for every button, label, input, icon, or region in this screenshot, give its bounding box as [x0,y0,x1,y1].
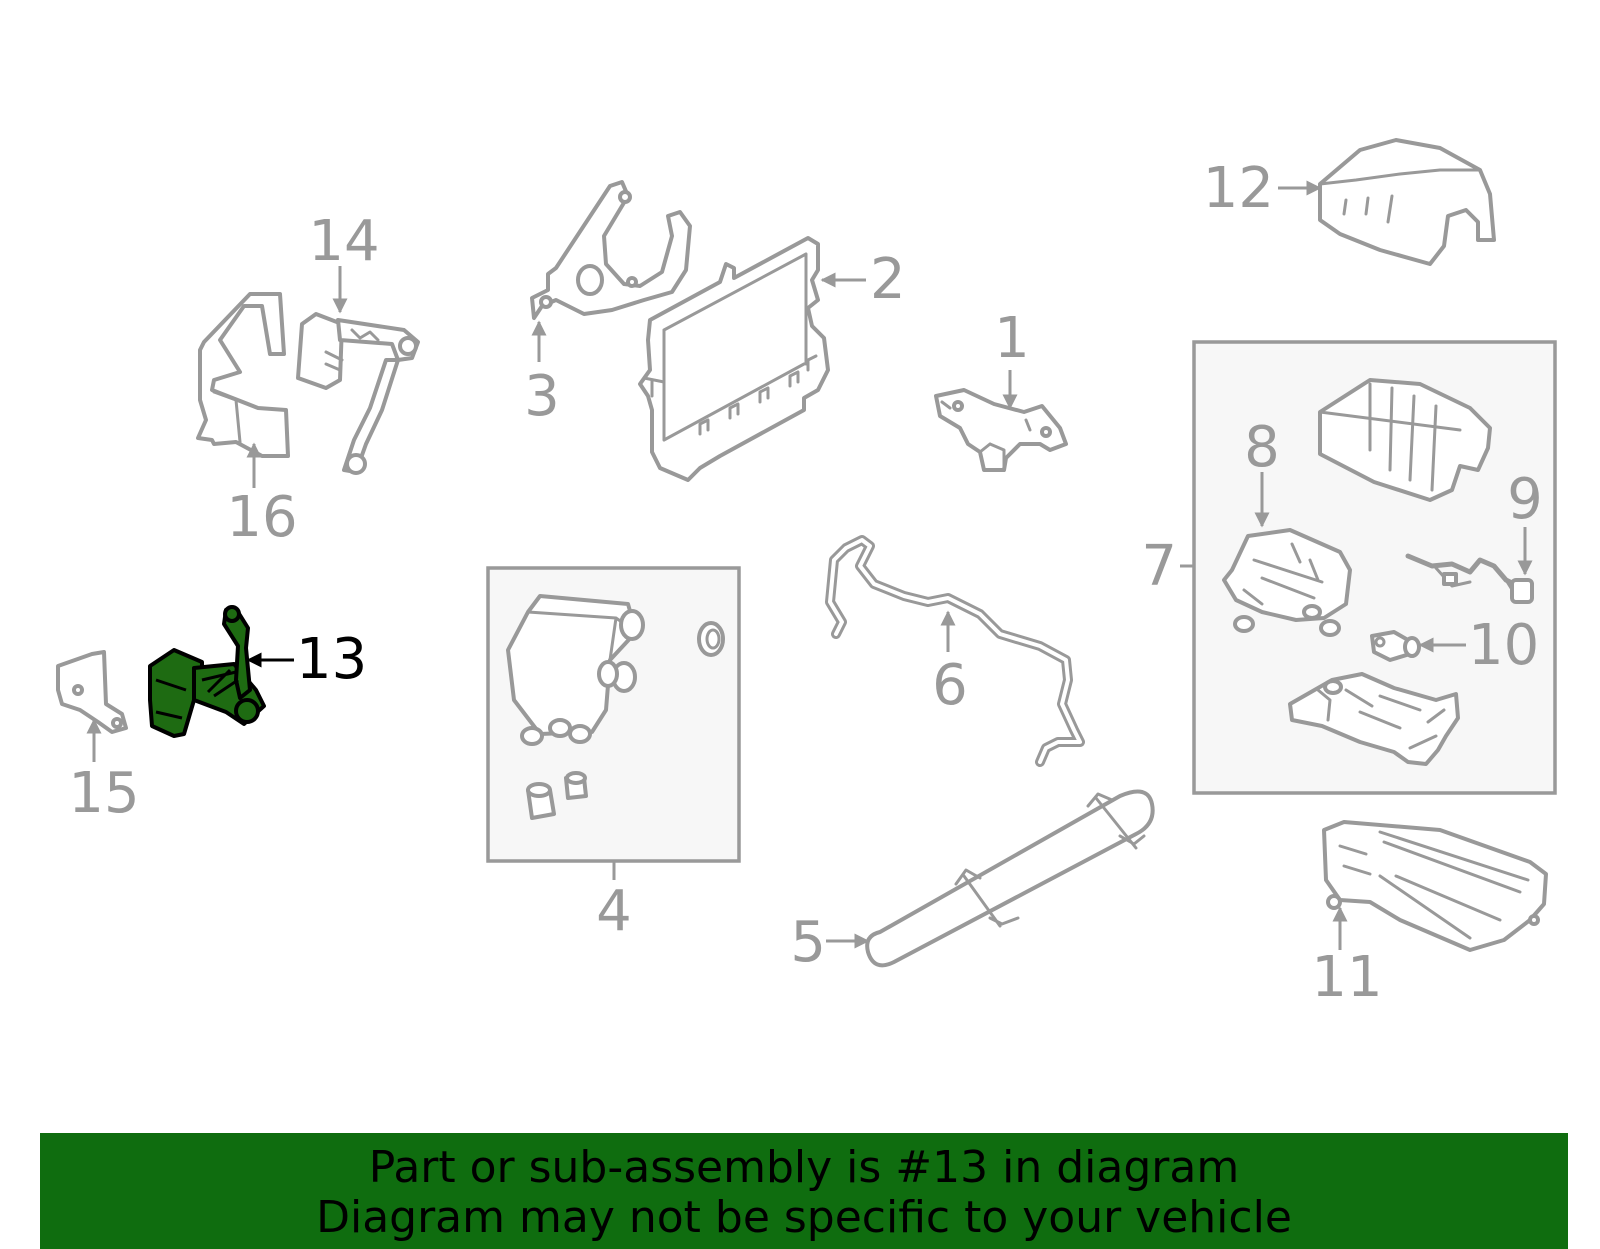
callout-16[interactable]: 16 [226,485,297,550]
part-16-cover[interactable] [196,292,290,458]
banner-disclaimer-text: Diagram may not be specific to your vehi… [316,1192,1292,1243]
part-2-module[interactable] [638,236,830,482]
part-10-valve[interactable] [1370,630,1421,662]
callout-7[interactable]: 7 [1141,534,1177,599]
part-12-cover[interactable] [1318,138,1496,266]
callout-4[interactable]: 4 [596,879,632,944]
part-3-bracket[interactable] [530,180,692,320]
part-8-compressor[interactable] [1222,528,1352,637]
callout-1[interactable]: 1 [994,306,1030,371]
part-5-air-tank[interactable] [865,789,1155,968]
part-6-pipe[interactable] [825,535,1085,767]
callout-10[interactable]: 10 [1468,613,1539,678]
part-14-height-sensor[interactable] [296,312,420,475]
part-7-base-tray[interactable] [1288,672,1460,766]
part-4-valve-block[interactable] [506,594,725,820]
callout-3[interactable]: 3 [524,364,560,429]
part-7-compressor-cover[interactable] [1318,378,1492,502]
callout-6[interactable]: 6 [932,653,968,718]
callout-5[interactable]: 5 [790,910,826,975]
callout-8[interactable]: 8 [1244,415,1280,480]
callout-2[interactable]: 2 [870,247,906,312]
part-15-bracket[interactable] [56,650,128,734]
part-11-frame[interactable] [1322,820,1548,952]
part-1-sensor-bracket[interactable] [934,388,1068,472]
info-banner: Part or sub-assembly is #13 in diagram D… [40,1133,1568,1249]
callout-13[interactable]: 13 [296,627,367,692]
part-9-wiring[interactable] [1405,553,1534,604]
callout-11[interactable]: 11 [1311,945,1382,1010]
callout-15[interactable]: 15 [68,761,139,826]
callout-12[interactable]: 12 [1203,156,1274,221]
part-13-height-sensor-highlighted[interactable] [148,605,266,738]
callout-14[interactable]: 14 [308,209,379,274]
banner-part-text: Part or sub-assembly is #13 in diagram [368,1142,1240,1193]
callout-9[interactable]: 9 [1507,467,1543,532]
